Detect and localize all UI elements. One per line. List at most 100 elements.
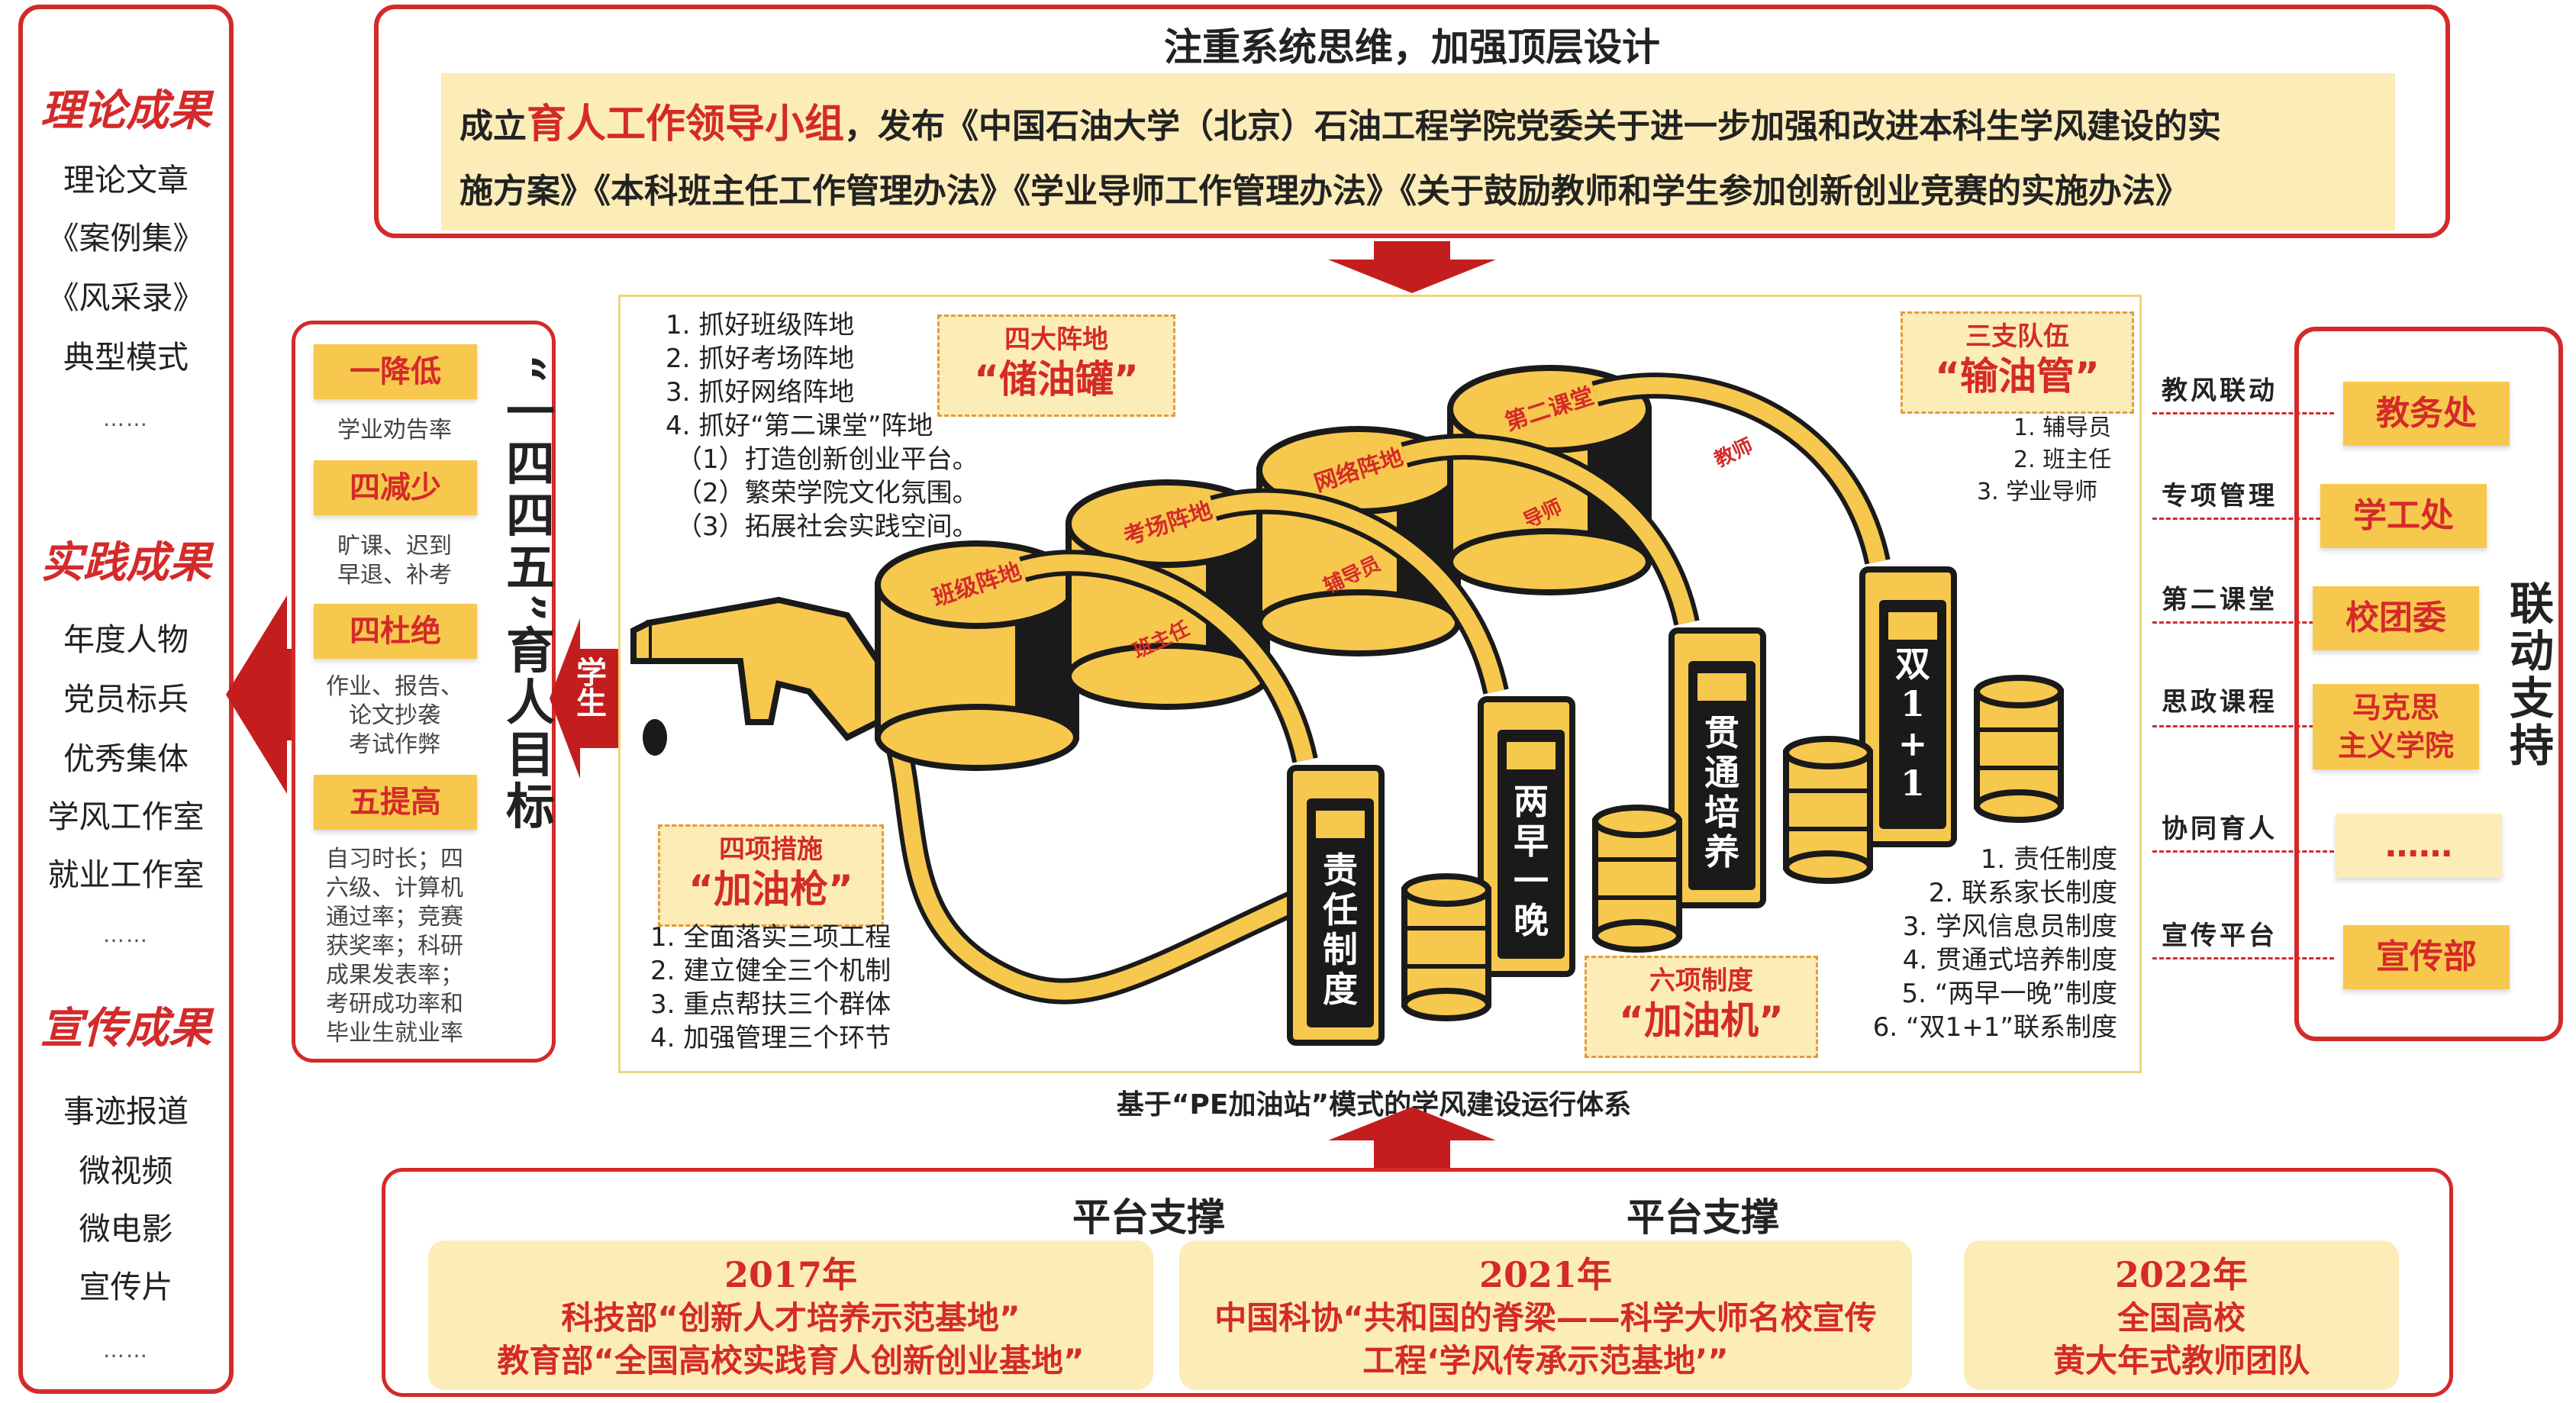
goals-box: 一降低 学业劝告率 四减少 旷课、迟到 早退、补考 四杜绝 作业、报告、 论文抄…: [292, 321, 556, 1063]
platform-year: 2021年: [1478, 1254, 1613, 1295]
measures-item: 2. 建立健全三个机制: [650, 956, 891, 986]
practice-item: 党员标兵: [63, 681, 189, 718]
teams-list: 1. 辅导员 2. 班主任 3. 学业导师: [1977, 412, 2111, 508]
goal-desc-line: 论文抄袭: [349, 702, 440, 729]
publicity-item: 宣传片: [79, 1269, 173, 1305]
systems-item: 6. “双1+1”联系制度: [1872, 1012, 2117, 1043]
goal-step-desc: 学业劝告率: [337, 417, 452, 443]
systems-list: 1. 责任制度 2. 联系家长制度 3. 学风信息员制度 4. 贯通式培养制度 …: [1832, 843, 2117, 1044]
goal-step-tag: 四杜绝: [314, 604, 477, 659]
oil-tank-icon: 班级阵地: [875, 540, 1079, 771]
link-line: [2152, 850, 2334, 853]
goal-desc-line: 六级、计算机: [326, 875, 463, 901]
goal-desc-line: 毕业生就业率: [326, 1020, 463, 1047]
pump-label: 养: [1704, 831, 1739, 872]
goal-desc-line: 作业、报告、: [326, 673, 463, 700]
goal-desc-line: 考试作弊: [349, 731, 440, 758]
down-arrow-icon: [1328, 241, 1496, 293]
publicity-item: 微电影: [79, 1211, 173, 1247]
pump-label: 早: [1514, 821, 1549, 862]
systems-label: 六项制度 “加油机”: [1585, 956, 1818, 1058]
fuel-pump-icon: 双1+1: [1859, 566, 1957, 847]
positions-item: 3. 抓好网络阵地: [666, 377, 855, 408]
pump-label: 两: [1514, 781, 1549, 822]
pump-label: 贯: [1704, 712, 1739, 753]
goal-desc-line: 通过率；竞赛: [326, 904, 463, 930]
link-line: [2152, 621, 2334, 624]
positions-list: 1. 抓好班级阵地 2. 抓好考场阵地 3. 抓好网络阵地 4. 抓好“第二课堂…: [666, 308, 978, 543]
platform-card-2021: 2021年 中国科协“共和国的脊梁——科学大师名校宣传 工程‘学风传承示范基地’…: [1179, 1240, 1912, 1390]
pump-label: 1: [1901, 763, 1925, 804]
pump-label: 通: [1704, 752, 1739, 793]
positions-item: （3）拓展社会实践空间。: [676, 511, 978, 542]
platform-support-box: 平台支撑 平台支撑 2017年 科技部“创新人才培养示范基地” 教育部“全国高校…: [382, 1168, 2453, 1397]
top-title: 注重系统思维，加强顶层设计: [1164, 24, 1660, 69]
link-label: 教风联动: [2162, 376, 2278, 406]
positions-item: 2. 抓好考场阵地: [666, 343, 855, 374]
top-line-2: 施方案》《本科班主任工作管理办法》《学业导师工作管理办法》《关于鼓励教师和学生参…: [459, 172, 2189, 211]
leading-group-highlight: 育人工作领导小组: [527, 101, 845, 147]
practice-item: 优秀集体: [63, 740, 189, 777]
link-label: 思政课程: [2162, 687, 2278, 718]
platform-line: 黄大年式教师团队: [2052, 1342, 2310, 1379]
publicity-item: 微视频: [79, 1153, 173, 1189]
systems-label-big: “加油机”: [1619, 998, 1784, 1043]
dept-publicity: 宣传部: [2343, 925, 2510, 989]
practice-more: ……: [103, 922, 149, 947]
platform-year: 2017年: [724, 1254, 858, 1295]
goal-step-desc: 作业、报告、 论文抄袭 考试作弊: [301, 672, 488, 760]
top-line-1-pre: 成立: [459, 107, 527, 146]
positions-label-big: “储油罐”: [974, 357, 1139, 402]
practice-title: 实践成果: [40, 537, 211, 588]
measures-list: 1. 全面落实三项工程 2. 建立健全三个机制 3. 重点帮扶三个群体 4. 加…: [650, 921, 891, 1055]
top-line-1-post: ，发布《中国石油大学（北京）石油工程学院党委关于进一步加强和改进本科生学风建设的…: [844, 107, 2222, 146]
systems-item: 3. 学风信息员制度: [1902, 911, 2117, 942]
top-design-box: 注重系统思维，加强顶层设计 成立育人工作领导小组，发布《中国石油大学（北京）石油…: [374, 5, 2450, 238]
teams-item: 3. 学业导师: [1977, 479, 2098, 505]
pump-label: 任: [1323, 889, 1358, 930]
positions-item: （1）打造创新创业平台。: [676, 444, 978, 475]
oil-barrel-icon: [1401, 873, 1491, 1021]
publicity-item: 事迹报道: [63, 1093, 189, 1130]
teams-label-big: “输油管”: [1935, 354, 2100, 398]
platform-title-1: 平台支撑: [1072, 1195, 1225, 1240]
measures-item: 3. 重点帮扶三个群体: [650, 989, 891, 1020]
measures-label-big: “加油枪”: [688, 867, 853, 911]
teams-label: 三支队伍 “输油管”: [1901, 311, 2134, 414]
systems-item: 1. 责任制度: [1980, 844, 2117, 875]
fuel-pump-icon: 两早一晚: [1478, 696, 1575, 977]
platform-line: 教育部“全国高校实践育人创新创业基地”: [497, 1342, 1085, 1379]
oil-barrel-icon: [1974, 675, 2064, 823]
publicity-more: ……: [103, 1337, 149, 1363]
link-label: 专项管理: [2162, 481, 2278, 511]
systems-label-small: 六项制度: [1649, 966, 1753, 996]
goal-step-desc: 旷课、迟到 早退、补考: [301, 532, 488, 590]
dept-academic-affairs: 教务处: [2343, 382, 2510, 446]
oil-barrel-icon: [1592, 805, 1682, 953]
teams-item: 1. 辅导员: [2013, 414, 2112, 441]
top-text-panel: 成立育人工作领导小组，发布《中国石油大学（北京）石油工程学院党委关于进一步加强和…: [441, 73, 2395, 231]
goals-vertical-title: “一四四五”育人目标: [498, 355, 555, 833]
pump-label: 度: [1323, 969, 1358, 1010]
dept-marxism-school: 马克思 主义学院: [2313, 684, 2479, 769]
pump-label: 培: [1704, 792, 1739, 833]
theory-item: 《风采录》: [47, 279, 205, 316]
achievements-panel: 理论成果 理论文章 《案例集》 《风采录》 典型模式 …… 实践成果 年度人物 …: [18, 5, 234, 1394]
positions-label: 四大阵地 “储油罐”: [937, 314, 1175, 417]
pump-label: 责: [1323, 850, 1358, 891]
link-line: [2152, 725, 2334, 727]
goal-step-tag: 一降低: [314, 344, 477, 399]
pump-label: 双: [1895, 643, 1930, 685]
fuel-nozzle-icon: [630, 596, 881, 756]
practice-item: 学风工作室: [47, 798, 205, 835]
pump-label: 1: [1901, 683, 1925, 724]
systems-item: 5. “两早一晚”制度: [1901, 979, 2117, 1009]
platform-title-2: 平台支撑: [1627, 1195, 1779, 1240]
measures-item: 4. 加强管理三个环节: [650, 1023, 891, 1053]
platform-line: 中国科协“共和国的脊梁——科学大师名校宣传: [1214, 1299, 1877, 1337]
teams-label-small: 三支队伍: [1965, 321, 2069, 352]
up-arrow-icon: [1328, 1107, 1496, 1168]
theory-item: 典型模式: [63, 339, 189, 376]
